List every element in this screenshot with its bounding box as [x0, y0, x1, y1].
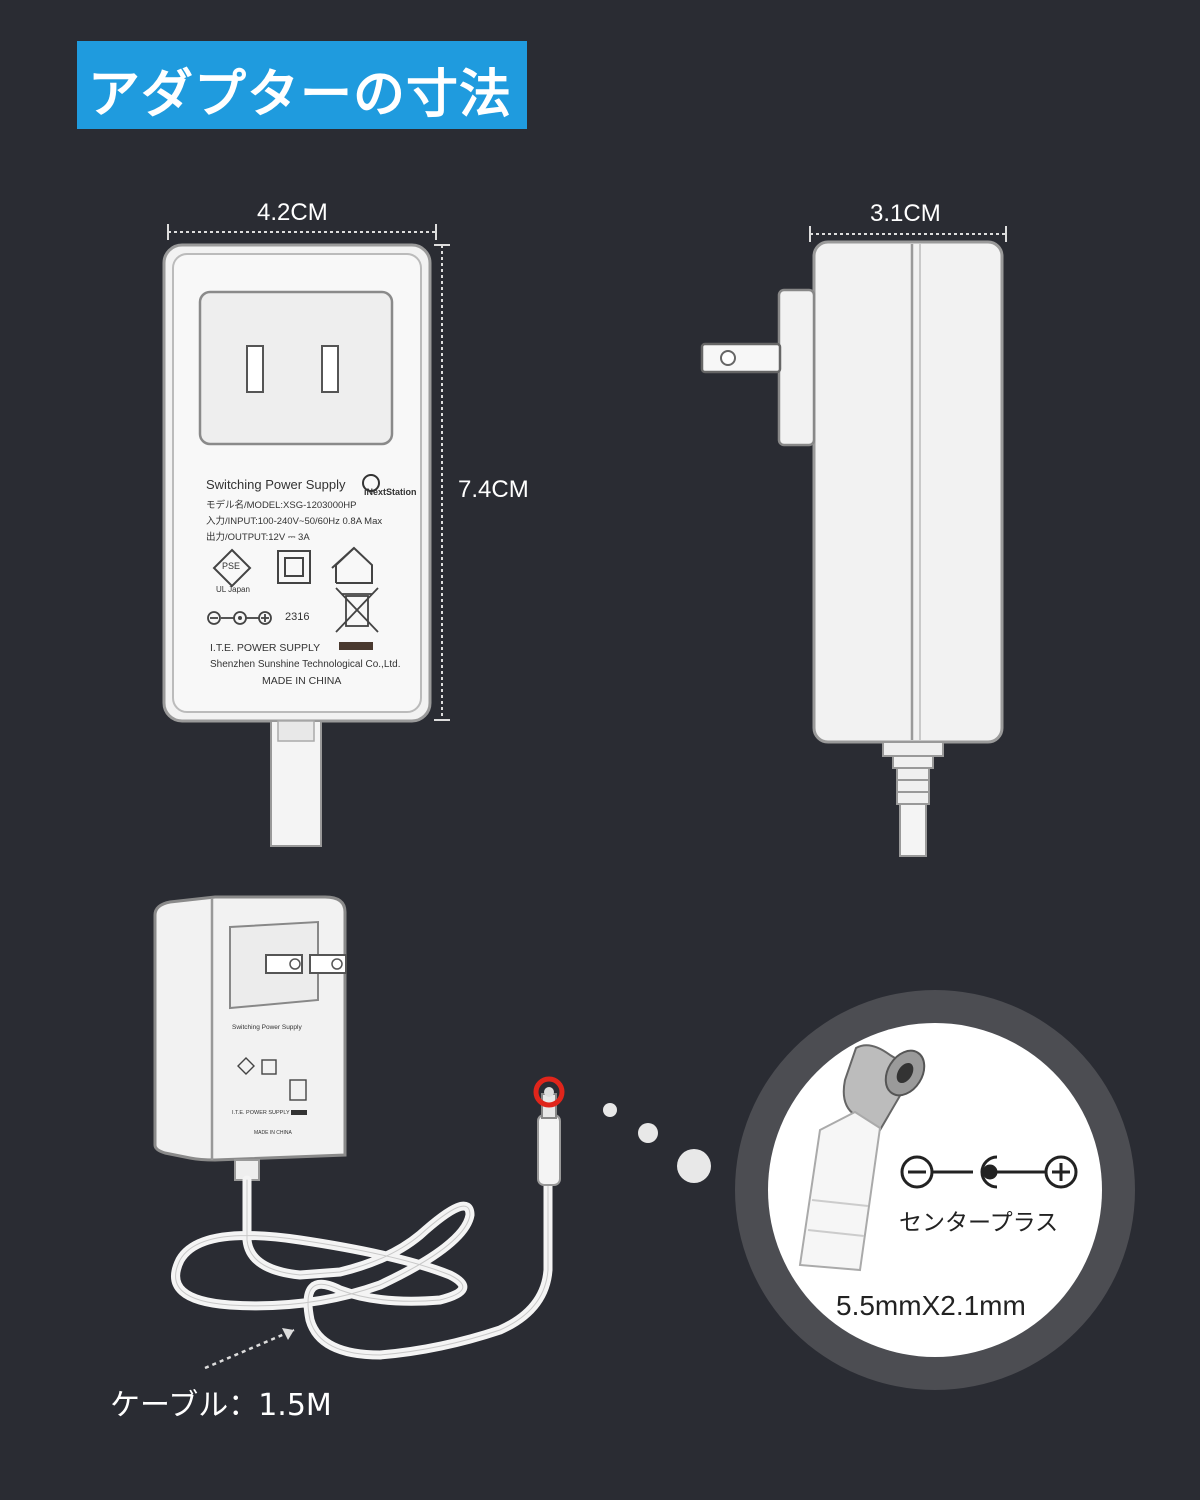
- depth-label: 3.1CM: [870, 200, 941, 227]
- small-label-origin: MADE IN CHINA: [254, 1130, 292, 1136]
- label-model: モデル名/MODEL:XSG-1203000HP: [206, 500, 357, 511]
- zoom-dot: [603, 1103, 617, 1117]
- dc-plug-closeup: [798, 1044, 926, 1272]
- label-title: Switching Power Supply: [206, 477, 346, 492]
- polarity-label: センタープラス: [899, 1210, 1059, 1236]
- label-ite: I.T.E. POWER SUPPLY: [210, 642, 321, 654]
- label-origin: MADE IN CHINA: [262, 675, 342, 687]
- cable-pointer-line: [204, 1328, 295, 1370]
- adapter-perspective-view: [153, 895, 561, 1360]
- ul-japan-text: UL Japan: [216, 585, 250, 594]
- height-label: 7.4CM: [458, 476, 529, 503]
- adapter-side-view: [700, 240, 1004, 857]
- label-code: 2316: [285, 611, 310, 623]
- small-label-ite: I.T.E. POWER SUPPLY: [232, 1110, 290, 1116]
- pse-mark-text: PSE: [222, 561, 241, 571]
- brand-logo-text: iNextStation: [364, 487, 417, 497]
- page-title: アダプターの寸法: [88, 65, 513, 125]
- zoom-dot: [638, 1123, 658, 1143]
- width-label: 4.2CM: [257, 199, 328, 226]
- plug-highlight-circle: [533, 1076, 565, 1108]
- small-label-title: Switching Power Supply: [232, 1024, 302, 1031]
- title-banner: [77, 41, 527, 129]
- cable-length-label: ケーブル：1.5M: [110, 1388, 332, 1423]
- label-maker: Shenzhen Sunshine Technological Co.,Ltd.: [210, 659, 401, 670]
- center-plus-polarity-symbol: [900, 1155, 1078, 1189]
- label-output: 出力/OUTPUT:12V ⎓ 3A: [206, 532, 310, 543]
- plug-size-label: 5.5mmX2.1mm: [836, 1290, 1026, 1321]
- label-input: 入力/INPUT:100-240V~50/60Hz 0.8A Max: [206, 516, 383, 527]
- zoom-dot: [677, 1149, 711, 1183]
- adapter-front-view: [162, 243, 432, 847]
